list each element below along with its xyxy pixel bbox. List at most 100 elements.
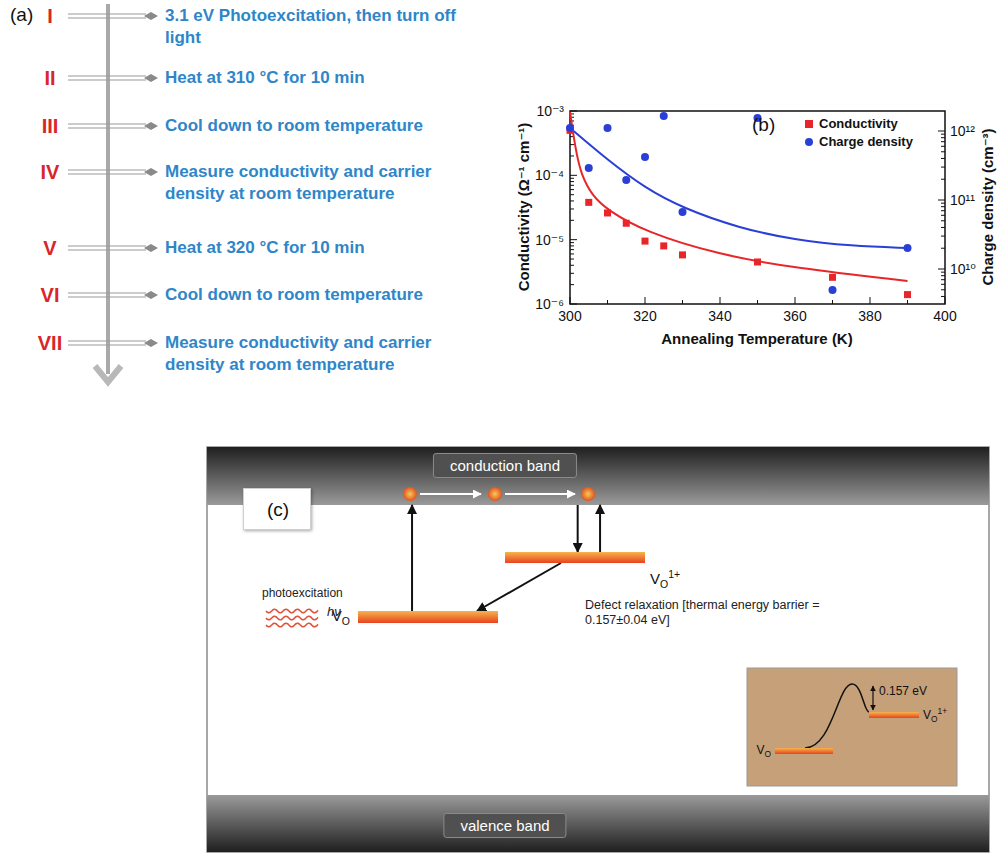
drift-arrow [420,493,481,495]
chart [566,111,945,304]
axis-tick [570,297,571,304]
square-marker [805,120,813,128]
data-point [585,199,592,206]
tick-line [68,13,146,14]
node-label: (c) [267,499,289,521]
axis-minor-tick [570,189,574,190]
axis-minor-tick [570,194,574,195]
tick-line [68,340,146,341]
tick-line [68,75,146,76]
tick-label: 340 [708,308,731,324]
axis-tick [945,297,946,304]
axis-minor-tick [941,158,945,159]
data-point [679,208,687,216]
tick-line [68,79,146,80]
axis-minor-tick [607,300,608,304]
axis-tick [570,175,577,176]
axis-tick [938,131,945,132]
axis-minor-tick [570,155,574,156]
axis-minor-tick [570,181,574,182]
axis-minor-tick [682,300,683,304]
axis-minor-tick [570,208,574,209]
axis-tick [645,297,646,304]
axis-minor-tick [941,220,945,221]
tick-label: 10⁻⁶ [535,296,564,312]
axis-minor-tick [570,242,574,243]
axis-minor-tick [832,300,833,304]
tick-line [68,296,146,297]
step-text: Cool down to room temperature [165,115,495,137]
axis-minor-tick [941,179,945,180]
data-point [604,209,611,216]
edge-label: Defect relaxation [thermal energy barrie… [585,598,825,628]
axis-tick [870,297,871,304]
panel-label-box: (c) [243,488,311,530]
tick-label: 400 [933,308,956,324]
fit-curve [570,112,908,281]
tick-label: 10⁻⁵ [535,232,564,248]
conduction-band-fill [207,447,989,505]
axis-minor-tick [941,137,945,138]
inset-fill [747,668,957,786]
tick-line [68,17,146,18]
axis-minor-tick [570,253,574,254]
axis-minor-tick [570,185,574,186]
defect-level: VO1+ [505,552,645,563]
axis-minor-tick [907,300,908,304]
tick-label: 10⁻⁴ [535,167,564,183]
axis-minor-tick [941,167,945,168]
panel-label: (a) [10,4,33,26]
axis-tick [570,304,577,305]
axis-minor-tick [570,178,574,179]
data-point [585,164,593,172]
axis-minor-tick [570,245,574,246]
axis-minor-tick [941,289,945,290]
tick-diamond [144,291,158,299]
tick-label: 10¹⁰ [950,261,976,277]
axis-minor-tick [941,272,945,273]
fit-curve [570,128,908,248]
step-number: IV [41,161,60,184]
data-point [604,124,612,132]
axis-minor-tick [570,273,574,274]
electron [581,487,595,501]
defect-level: VO [358,611,498,623]
axis-tick [720,297,721,304]
data-point [829,286,837,294]
axis-minor-tick [941,236,945,237]
axis-minor-tick [941,279,945,280]
axis-minor-tick [570,259,574,260]
axis-minor-tick [570,144,574,145]
data-point [622,176,630,184]
panel-label: (b) [752,114,775,136]
axis-minor-tick [941,146,945,147]
axis-minor-tick [941,248,945,249]
valence-band-fill [207,795,989,852]
tick-line [68,123,146,124]
axis-minor-tick [757,300,758,304]
tick-diamond [144,244,158,252]
axis-minor-tick [570,265,574,266]
axis-minor-tick [941,203,945,204]
node-label: conduction band [433,453,577,478]
legend-text: Conductivity [819,116,898,131]
axis-minor-tick [941,151,945,152]
panel-frame [207,447,989,852]
energy-barrier-curve [805,684,869,748]
plot-frame [570,111,945,304]
axis-minor-tick [941,215,945,216]
data-point [566,124,574,132]
axis-title: Annealing Temperature (K) [661,330,852,347]
step-number: V [43,237,56,260]
tick-label: 10¹¹ [950,192,975,208]
tick-diamond [144,122,158,130]
data-point [642,238,649,245]
transition-arrow [599,505,601,552]
level-label: VO [756,743,771,759]
axis-minor-tick [941,206,945,207]
axis-minor-tick [570,220,574,221]
